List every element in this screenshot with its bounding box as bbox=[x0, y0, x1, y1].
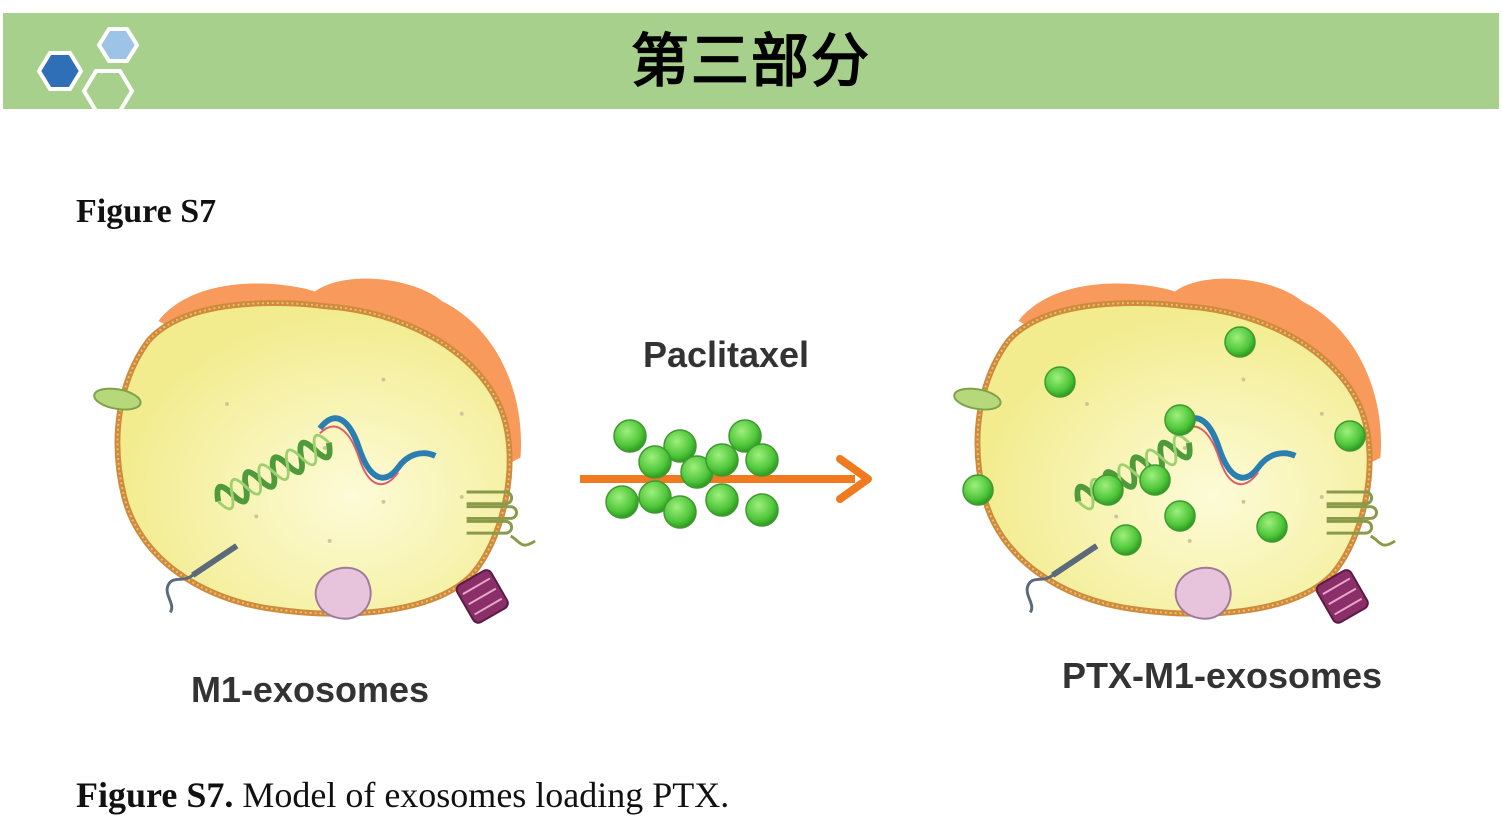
m1-exosome-graphic bbox=[93, 279, 536, 625]
hexagon-cluster-icon bbox=[36, 27, 140, 113]
ptx-m1-exosomes-label: PTX-M1-exosomes bbox=[1062, 655, 1382, 696]
loaded-drug-particles bbox=[962, 326, 1366, 556]
caption-bold: Figure S7. bbox=[76, 775, 234, 815]
figure-label: Figure S7 bbox=[76, 193, 217, 230]
page-title: 第三部分 bbox=[630, 27, 871, 95]
figure-caption: Figure S7. Model of exosomes loading PTX… bbox=[76, 774, 729, 816]
caption-text: Model of exosomes loading PTX. bbox=[233, 775, 730, 815]
ptx-m1-exosome-graphic bbox=[953, 279, 1396, 625]
exosome-loading-diagram: Paclitaxel M1-exosomes PTX-M1-exosomes bbox=[0, 250, 1502, 710]
paclitaxel-label: Paclitaxel bbox=[643, 334, 809, 375]
header-band: 第三部分 bbox=[3, 13, 1499, 113]
loading-arrow bbox=[580, 455, 872, 503]
m1-exosomes-label: M1-exosomes bbox=[191, 669, 429, 710]
paclitaxel-particles bbox=[605, 419, 779, 529]
